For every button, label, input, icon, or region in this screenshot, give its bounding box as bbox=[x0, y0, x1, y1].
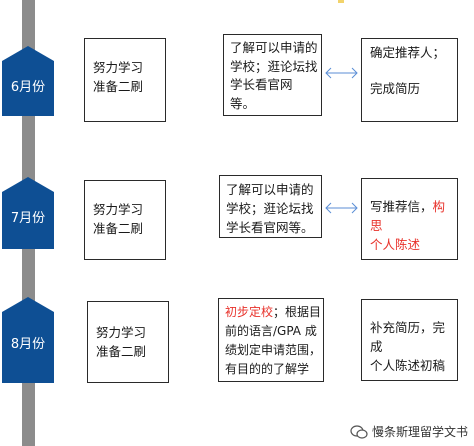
month-badge-june: 6月份 bbox=[2, 46, 54, 116]
top-decoration bbox=[338, 0, 344, 3]
task-line: 准备二刷 bbox=[93, 79, 144, 94]
highlight-text: 初步定校 bbox=[225, 305, 274, 319]
task-line: 学长看官网 bbox=[230, 77, 293, 92]
highlight-text: 个人陈述 bbox=[370, 237, 421, 252]
task-box-letters: 写推荐信，构思 个人陈述 bbox=[361, 178, 458, 260]
double-arrow-icon bbox=[325, 202, 358, 214]
task-line: 准备二刷 bbox=[96, 344, 147, 359]
task-line: 绩划定申请范围， bbox=[225, 343, 322, 357]
double-arrow-icon bbox=[325, 67, 358, 79]
wechat-icon bbox=[350, 424, 368, 439]
month-label: 8月份 bbox=[10, 337, 46, 352]
month-label: 7月份 bbox=[10, 211, 46, 226]
watermark-text: 慢条斯理留学文书 bbox=[371, 425, 468, 439]
task-line: 了解可以申请的 bbox=[230, 40, 318, 55]
task-line: 有目的的了解学 bbox=[225, 362, 310, 376]
task-line: 初步定校；根据目 bbox=[225, 303, 323, 322]
task-line: 补充简历，完成 bbox=[370, 320, 446, 354]
task-line: 准备二刷 bbox=[93, 221, 144, 236]
task-line: 等。 bbox=[230, 95, 256, 111]
task-text: ；根据目 bbox=[273, 305, 322, 319]
task-box-school-selection: 初步定校；根据目 前的语言/GPA 成 绩划定申请范围， 有目的的了解学 bbox=[218, 298, 324, 382]
month-badge-august: 8月份 bbox=[2, 297, 54, 383]
task-line: 了解可以申请的 bbox=[226, 182, 314, 197]
task-box-study: 努力学习 准备二刷 bbox=[87, 301, 169, 383]
task-line: 前的语言/GPA 成 bbox=[225, 324, 317, 338]
task-line: 学长看官网等。 bbox=[226, 220, 314, 235]
task-text: 写推荐信， bbox=[370, 199, 433, 214]
task-box-research: 了解可以申请的 学校；逛论坛找 学长看官网 等。 bbox=[223, 34, 322, 116]
task-box-recommender: 确定推荐人； 完成简历 bbox=[361, 38, 458, 122]
watermark: 慢条斯理留学文书 bbox=[350, 423, 468, 440]
task-line: 确定推荐人； bbox=[370, 45, 446, 60]
task-line: 努力学习 bbox=[93, 60, 144, 75]
task-box-study: 努力学习 准备二刷 bbox=[84, 38, 166, 122]
task-box-draft: 补充简历，完成 个人陈述初稿 bbox=[361, 299, 458, 381]
task-box-study: 努力学习 准备二刷 bbox=[84, 180, 166, 260]
month-badge-july: 7月份 bbox=[2, 177, 54, 249]
task-line: 学校；逛论坛找 bbox=[230, 58, 318, 74]
task-line: 完成简历 bbox=[370, 81, 421, 96]
task-line: 努力学习 bbox=[93, 202, 144, 217]
month-label: 6月份 bbox=[10, 80, 46, 95]
task-line: 写推荐信，构思 bbox=[370, 197, 457, 235]
task-line: 学校；逛论坛找 bbox=[226, 201, 314, 216]
task-line: 个人陈述初稿 bbox=[370, 358, 446, 373]
task-line: 努力学习 bbox=[96, 325, 147, 340]
highlight-text: 构思 bbox=[370, 199, 446, 233]
task-box-research: 了解可以申请的 学校；逛论坛找 学长看官网等。 bbox=[219, 175, 322, 238]
